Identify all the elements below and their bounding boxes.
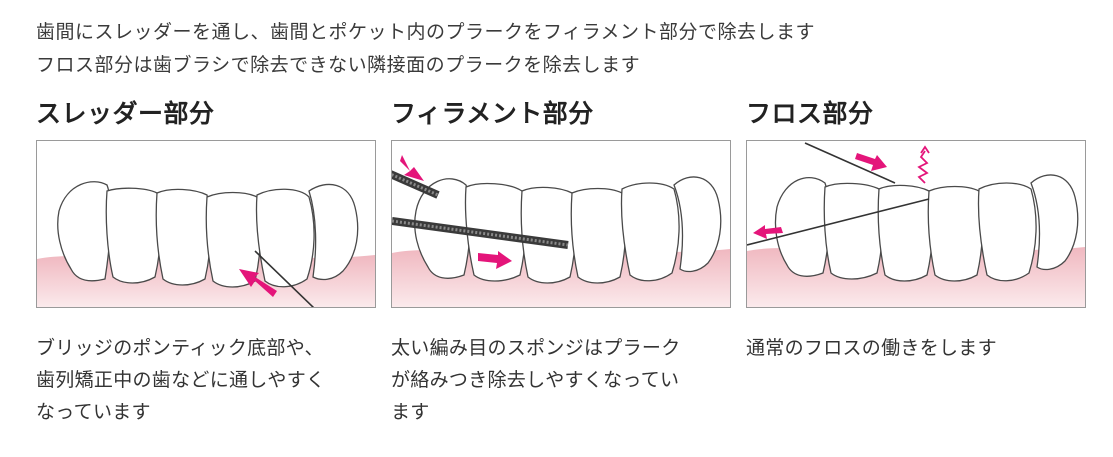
intro-line-2: フロス部分は歯ブラシで除去できない隣接面のプラークを除去します (36, 54, 641, 76)
tooth (823, 182, 884, 280)
floss-description: 通常のフロスの働きをします (746, 337, 997, 359)
tooth (977, 182, 1037, 282)
tooth (673, 176, 722, 273)
tooth (927, 185, 984, 282)
intro-text: 歯間にスレッダーを通し、歯間とポケット内のプラークをフィラメント部分で除去します… (36, 16, 815, 82)
filament-strand (392, 170, 569, 249)
tooth (570, 187, 627, 284)
tooth (105, 187, 162, 284)
tooth (774, 177, 830, 277)
tooth (255, 188, 315, 288)
pink-arrow-icon (400, 155, 424, 181)
threader-description: ブリッジのポンティック底部や、 歯列矯正中の歯などに通しやすく なっています (36, 337, 326, 423)
tooth (155, 188, 212, 286)
filament-title: フィラメント部分 (391, 99, 594, 128)
tooth (877, 184, 934, 282)
pink-arrow-icon (478, 251, 512, 269)
tooth (620, 182, 680, 282)
floss-illustration (746, 140, 1086, 308)
pink-arrow-icon (855, 153, 887, 171)
wavy-arrow-icon (917, 145, 930, 184)
floss-title: フロス部分 (746, 99, 874, 128)
threader-illustration (36, 140, 376, 308)
teeth-row (57, 181, 359, 288)
tooth (57, 181, 112, 282)
threader-line (254, 250, 315, 307)
threader-panel: スレッダー部分 ブリッジのポンティック底部や、 歯 (36, 96, 376, 423)
floss-line (804, 142, 896, 184)
tooth (308, 183, 359, 281)
floss-line (747, 198, 930, 246)
tooth (1030, 174, 1079, 271)
floss-panel: フロス部分 (746, 96, 1086, 359)
filament-panel: フィラメント部分 (391, 96, 731, 423)
pink-arrow-icon (239, 269, 277, 297)
pink-arrow-icon (753, 225, 783, 239)
tooth (520, 186, 577, 284)
filament-illustration (391, 140, 731, 308)
filament-description: 太い編み目のスポンジはプラーク が絡みつき除去しやすくなってい ます (391, 337, 681, 423)
intro-line-1: 歯間にスレッダーを通し、歯間とポケット内のプラークをフィラメント部分で除去します (36, 21, 816, 43)
teeth-row (774, 174, 1079, 282)
threader-title: スレッダー部分 (36, 99, 215, 128)
